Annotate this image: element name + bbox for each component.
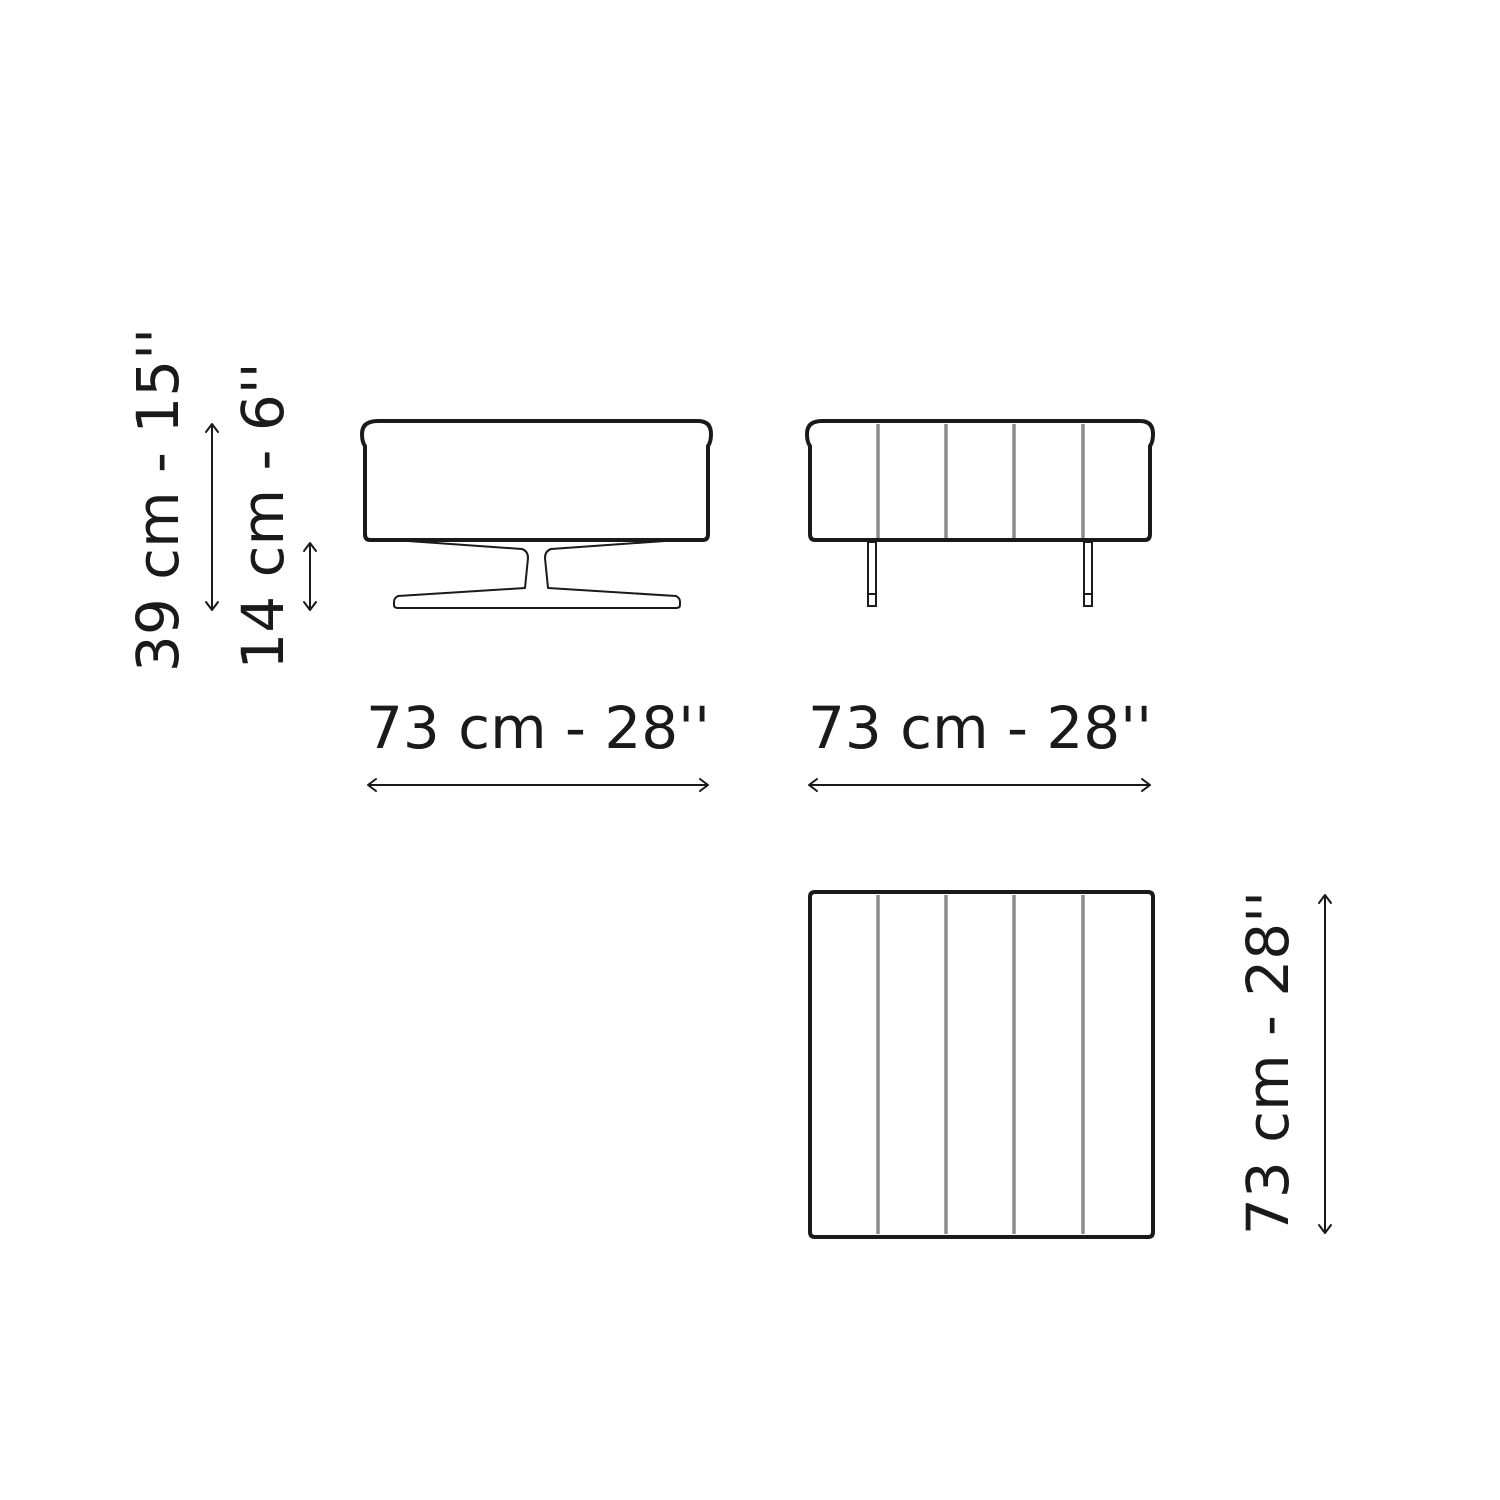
top-view	[808, 890, 1155, 1239]
height-seat-label: 14 cm - 6''	[229, 362, 297, 669]
side-view-cushion	[805, 419, 1155, 542]
front-view-swivel-base	[393, 540, 681, 609]
side-view-leg-right	[1083, 541, 1093, 607]
depth-top-dimension-line	[1318, 894, 1332, 1234]
depth-top-label: 73 cm - 28''	[1234, 891, 1302, 1235]
top-view-cushion	[808, 890, 1155, 1239]
side-view	[805, 419, 1155, 607]
height-seat-dimension-line	[303, 542, 317, 611]
height-total-dimension-line	[205, 423, 219, 611]
front-view	[360, 419, 713, 609]
side-view-leg-left	[867, 541, 877, 607]
front-view-cushion	[360, 419, 713, 542]
height-total-label: 39 cm - 15''	[124, 328, 192, 672]
width-front-dimension-line	[367, 778, 709, 792]
width-side-label: 73 cm - 28''	[808, 694, 1152, 762]
width-side-dimension-line	[808, 778, 1151, 792]
width-front-label: 73 cm - 28''	[366, 694, 710, 762]
